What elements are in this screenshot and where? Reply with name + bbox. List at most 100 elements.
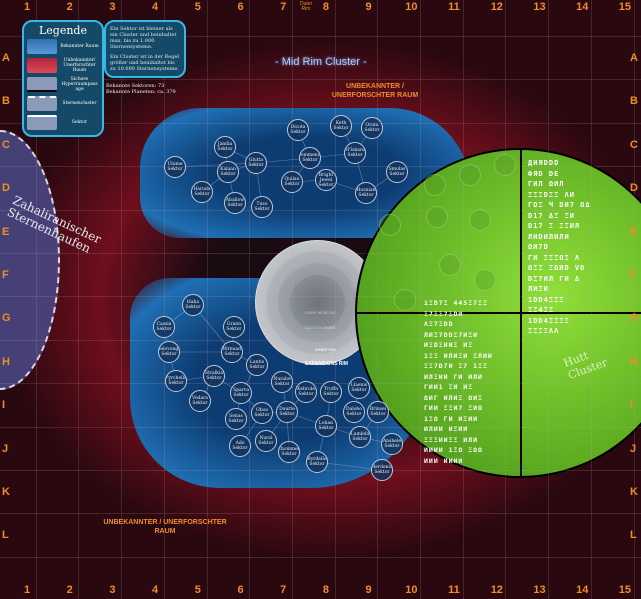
column-label: 7 — [280, 584, 287, 596]
known-sectors-count: Bekannte Sektoren: 73 — [106, 83, 165, 89]
grid-line-v — [548, 0, 550, 599]
row-label: J — [630, 442, 637, 455]
sector-node[interactable]: Herdenia Sektor — [371, 459, 393, 481]
grid-line-v — [249, 0, 251, 599]
legend-title: Legende — [38, 24, 87, 37]
sector-node[interactable]: Sparva Sektor — [230, 382, 252, 404]
sector-node[interactable]: Dalobo Sektor — [343, 401, 365, 423]
aurebesh-line: ΩΞΞ ΞΩИD VD — [528, 264, 586, 272]
column-label: 6 — [237, 1, 244, 13]
sector-node[interactable]: Truffa Sektor — [320, 381, 342, 403]
column-label: 9 — [365, 584, 372, 596]
hutt-sector-node — [474, 269, 496, 291]
sector-node[interactable]: Kalaan Sektor — [217, 161, 239, 183]
sector-node[interactable]: Nural Sektor — [255, 430, 277, 452]
column-label: 13 — [533, 1, 546, 13]
sector-node[interactable]: Pyrchello Sektor — [165, 370, 187, 392]
sector-node[interactable]: Byrdello Sektor — [306, 451, 328, 473]
sector-node[interactable]: Smulas Sektor — [386, 161, 408, 183]
legend-item: Sichere Hyperraumpassage — [27, 75, 99, 94]
row-label: C — [630, 138, 638, 151]
sector-node[interactable]: Ado Sektor — [229, 435, 251, 457]
sector-node[interactable]: Daurte Sektor — [276, 401, 298, 423]
sector-node[interactable]: Kehrole Sektor — [295, 381, 317, 403]
legend-label: Sektor — [71, 120, 88, 125]
sector-node[interactable]: Jandia Sektor — [214, 136, 236, 158]
row-label: G — [630, 312, 639, 325]
aurebesh-line: ΞΞΞDΞΞ ΛИ — [528, 190, 575, 199]
grid-line-h — [0, 122, 641, 124]
sector-node[interactable]: M'Ishana Sektor — [344, 142, 366, 164]
grid-line-h — [0, 36, 641, 37]
row-label: I — [2, 399, 6, 412]
row-label: D — [630, 182, 638, 195]
crosshair-h — [355, 312, 641, 314]
column-label: 1 — [23, 1, 31, 13]
sector-node[interactable]: Grann Sektor — [223, 316, 245, 338]
aurebesh-line: ΓИИ1 ΞИ ИΞ — [424, 383, 474, 391]
sector-node[interactable]: Quilan Sektor — [281, 171, 303, 193]
sector-node[interactable]: Vodara Sektor — [189, 390, 211, 412]
grid-line-v — [462, 0, 464, 599]
sector-node[interactable]: Nurabe Sektor — [271, 371, 293, 393]
column-label: 14 — [576, 584, 589, 596]
sector-node[interactable]: Belovonge Sektor — [158, 341, 180, 363]
sector-node[interactable]: Haruda Sektor — [191, 181, 213, 203]
legend-label: Unbekannter/ Unerforschter Raum — [63, 58, 96, 73]
aurebesh-line: Ξ7ΞΞ7ΞDИ — [424, 309, 464, 318]
ring-expansions-rim: EXPANSIONS RIM — [305, 361, 348, 367]
sector-node[interactable]: Llaenis Sektor — [348, 377, 370, 399]
row-label: A — [630, 52, 638, 64]
grid-line-v — [634, 0, 635, 599]
grid-line-h — [0, 296, 641, 298]
legend-swatch — [27, 58, 57, 73]
sector-node[interactable]: Brinsel Sektor — [367, 401, 389, 423]
hutt-sector-node — [424, 174, 446, 196]
sector-node[interactable]: Lantis Sektor — [246, 354, 268, 376]
aurebesh-line: DΞ7ИЛ ΓИ Δ — [528, 274, 581, 283]
sector-node[interactable]: Oruta Sektor — [361, 117, 383, 139]
sector-node[interactable]: Keth Sektor — [330, 115, 352, 137]
grid-line-v — [163, 0, 165, 599]
aurebesh-line: ΞΞ7D7И Ξ7 1ΞΞ — [424, 362, 488, 370]
legend-swatch — [27, 96, 57, 111]
sector-node[interactable]: Lohan Sektor — [315, 415, 337, 437]
legend-label: Sternencluster — [62, 101, 97, 106]
sector-node[interactable]: Haba Sektor — [182, 294, 204, 316]
sector-node[interactable]: Aballow Sektor — [224, 192, 246, 214]
sector-node[interactable]: Birnuad Sektor — [221, 341, 243, 363]
hutt-sector-node — [494, 154, 516, 176]
row-label: K — [2, 486, 10, 498]
sector-node[interactable]: Hosnian Sektor — [355, 182, 377, 204]
grid-line-v — [35, 0, 37, 599]
row-label: G — [2, 312, 11, 325]
column-label: 15 — [618, 584, 632, 596]
aurebesh-line: ΞΞ4ΞΞ — [528, 306, 555, 314]
column-label: 2 — [66, 1, 73, 13]
row-label: A — [2, 52, 10, 64]
sector-node[interactable]: Senas Sektor — [225, 408, 247, 430]
column-label: 1 — [23, 584, 31, 596]
sector-node[interactable]: Commenor Sektor — [299, 147, 321, 169]
info-panel: Ein Sektor ist kleiner als ein Cluster u… — [104, 20, 186, 78]
sector-node[interactable]: Dicota Sektor — [287, 119, 309, 141]
sector-node[interactable]: Lambda Sektor — [349, 426, 371, 448]
info-stats: Bekannte Sektoren: 73 Bekannte Planeten:… — [106, 83, 186, 95]
sector-node[interactable]: Chommell Sektor — [278, 441, 300, 463]
sector-node[interactable]: Stralkia Sektor — [203, 365, 225, 387]
sector-node[interactable]: Ulume Sektor — [164, 156, 186, 178]
sector-node[interactable]: Oboa Sektor — [251, 402, 273, 424]
row-label: I — [630, 399, 634, 412]
grid-line-v — [590, 0, 592, 599]
aurebesh-line: 1ΞΞ ИЛИΞИ ΞЛИИ — [424, 351, 493, 360]
legend-label: Bekannter Raum — [60, 44, 99, 49]
aurebesh-line: 1ΞD7Ξ 445Ξ7ΞΞ — [424, 299, 488, 307]
sector-node[interactable]: Glutta Sektor — [245, 152, 267, 174]
sector-node[interactable]: Bright Jewel Sektor — [315, 169, 337, 191]
sector-node[interactable]: Cassia Sektor — [153, 316, 175, 338]
grid-line-v — [420, 0, 421, 599]
sector-node[interactable]: Anshele Sektor — [381, 433, 403, 455]
sector-node[interactable]: Tuso Sektor — [251, 196, 273, 218]
aurebesh-line: D17 Ξ ΞΞИЛ — [528, 222, 581, 230]
